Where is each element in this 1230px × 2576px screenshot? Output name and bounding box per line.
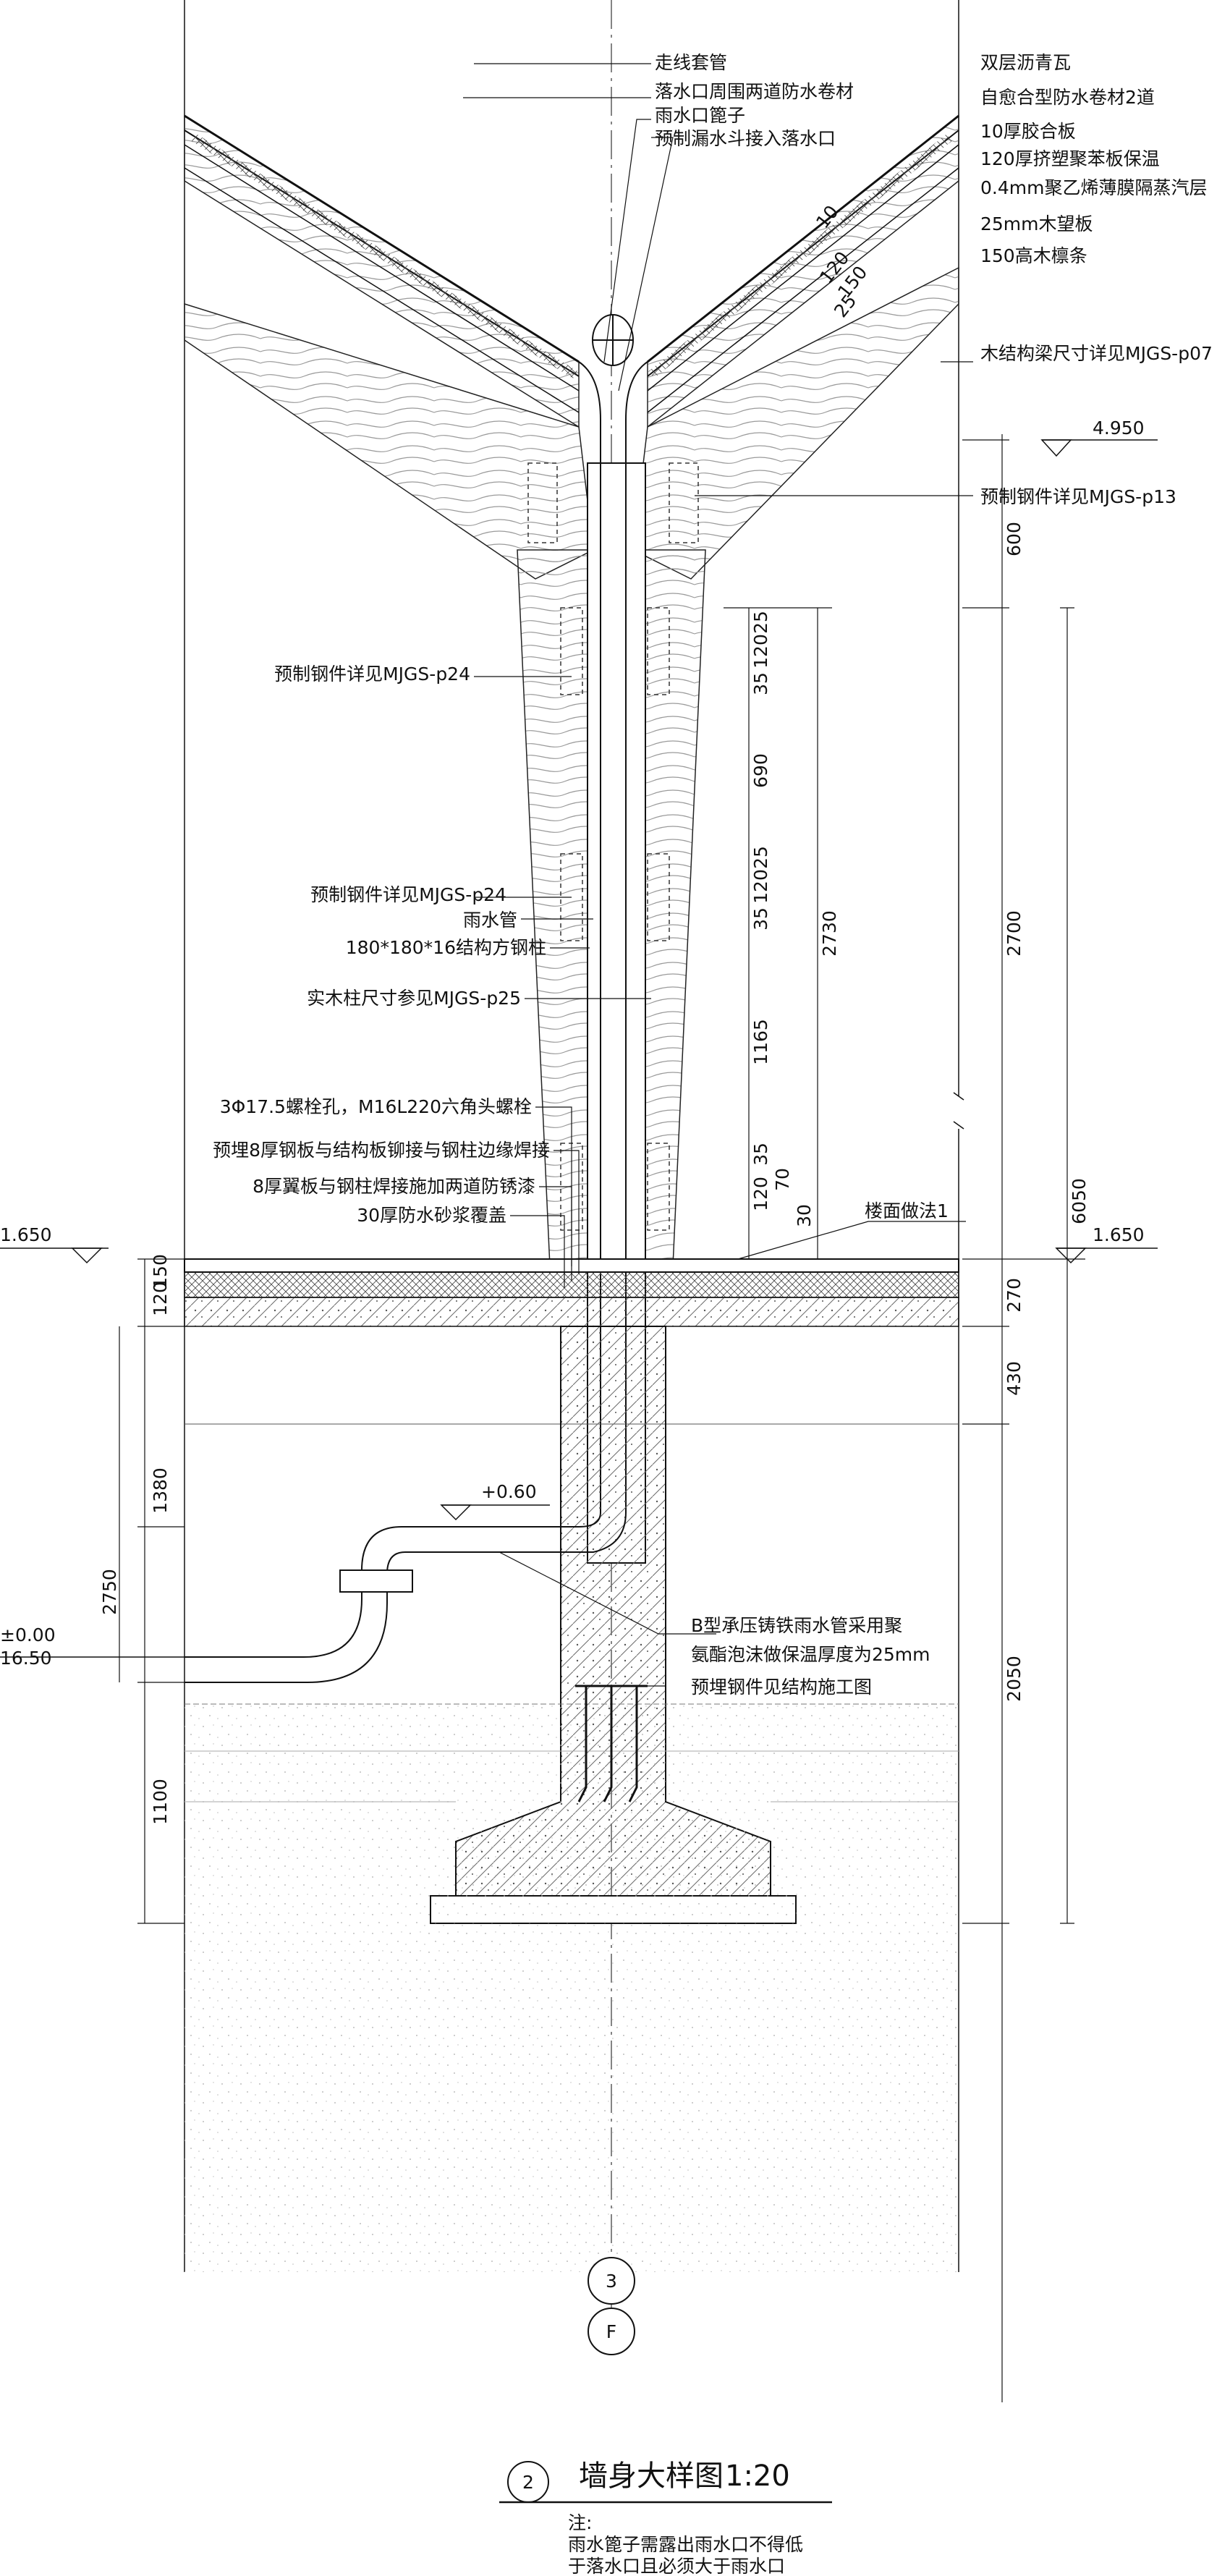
label-steel-detail-1: 预制钢件详见MJGS-p24 [274, 664, 470, 685]
dim-120a: 120 [750, 634, 771, 669]
axis-bubble-number [588, 2257, 635, 2305]
dim-roof-25: 25 [830, 290, 860, 321]
dim-6050: 6050 [1069, 1178, 1090, 1224]
roof-structure [184, 114, 959, 580]
drawing-scale: 1:20 [725, 2460, 790, 2493]
dim-35c: 35 [750, 1143, 771, 1166]
dim-25a: 25 [750, 611, 771, 634]
dim-430: 430 [1004, 1361, 1025, 1396]
label-purlin: 150高木檩条 [980, 245, 1087, 266]
dim-1165: 1165 [750, 1019, 771, 1065]
cast-iron-pipe [184, 1512, 627, 1683]
dim-70: 70 [772, 1168, 793, 1191]
leader-lines [463, 63, 973, 1687]
label-floor-finish: 楼面做法1 [865, 1200, 949, 1221]
axis-letter: F [606, 2321, 616, 2342]
label-cast-iron-1: B型承压铸铁雨水管采用聚 [691, 1615, 902, 1636]
note-line-1: 雨水篦子需露出雨水口不得低 [568, 2534, 803, 2555]
dim-690: 690 [750, 753, 771, 788]
dim-2050: 2050 [1004, 1656, 1025, 1702]
label-mortar-cover: 30厚防水砂浆覆盖 [357, 1205, 506, 1226]
dim-120c: 120 [750, 1177, 771, 1211]
dim-left-120: 120 [150, 1281, 171, 1316]
label-wing-plate: 8厚翼板与钢柱焊接施加两道防锈漆 [253, 1176, 535, 1197]
dim-left-150: 150 [150, 1254, 171, 1289]
dim-270: 270 [1004, 1278, 1025, 1313]
label-rain-pipe: 雨水管 [463, 910, 517, 931]
label-wire-sleeve: 走线套管 [655, 52, 727, 73]
dim-600: 600 [1004, 522, 1025, 556]
label-vapor-barrier: 0.4mm聚乙烯薄膜隔蒸汽层 [980, 177, 1207, 198]
elev-floor-left: 1.650 [0, 1224, 52, 1245]
axis-number: 3 [606, 2271, 617, 2292]
dim-35a: 35 [750, 672, 771, 695]
label-wood-board: 25mm木望板 [980, 213, 1093, 234]
anchor-bolts [575, 1685, 648, 1802]
axis-bubble-letter [588, 2308, 635, 2355]
label-funnel: 预制漏水斗接入落水口 [655, 128, 836, 149]
label-steel-p13: 预制钢件详见MJGS-p13 [980, 486, 1176, 507]
label-wood-column: 实木柱尺寸参见MJGS-p25 [307, 988, 521, 1009]
dim-120b: 120 [750, 869, 771, 904]
elevation-markers [0, 439, 1158, 1658]
dim-25b: 25 [750, 846, 771, 869]
label-embed-plate: 预埋8厚钢板与结构板铆接与钢柱边缘焊接 [213, 1140, 550, 1161]
label-plywood: 10厚胶合板 [980, 121, 1076, 142]
roof-drain [578, 314, 648, 463]
label-bolt-holes: 3Φ17.5螺栓孔，M16L220六角头螺栓 [220, 1096, 532, 1117]
dim-left-1380: 1380 [150, 1467, 171, 1514]
elev-ground: ±0.00 [0, 1624, 56, 1645]
dim-30: 30 [794, 1204, 815, 1227]
elev-roof: 4.950 [1093, 418, 1145, 438]
label-xps: 120厚挤塑聚苯板保温 [980, 148, 1160, 169]
drawing-title: 墙身大样图 [579, 2460, 724, 2493]
label-embedded-steel: 预埋钢件见结构施工图 [691, 1677, 872, 1698]
label-steel-column: 180*180*16结构方钢柱 [346, 937, 546, 958]
label-asphalt-shingle: 双层沥青瓦 [980, 52, 1071, 73]
elev-floor-right: 1.650 [1093, 1224, 1145, 1245]
dim-2700: 2700 [1004, 910, 1025, 957]
title-number: 2 [522, 2472, 534, 2493]
dim-left-2750: 2750 [99, 1569, 120, 1615]
note-line-2: 于落水口且必须大于雨水口 [568, 2556, 785, 2576]
soil-fill [184, 1704, 959, 2272]
dim-left-1100: 1100 [150, 1779, 171, 1825]
dimension-lines [119, 434, 1085, 2402]
note-heading: 注: [568, 2512, 592, 2533]
label-membrane: 自愈合型防水卷材2道 [980, 87, 1155, 108]
label-steel-detail-2: 预制钢件详见MJGS-p24 [310, 884, 506, 905]
dim-35b: 35 [750, 907, 771, 931]
label-cast-iron-2: 氨酯泡沫做保温厚度为25mm [691, 1644, 930, 1665]
elev-pipe: +0.60 [481, 1481, 537, 1502]
label-beam: 木结构梁尺寸详见MJGS-p07 [980, 343, 1213, 364]
label-membrane-drain: 落水口周围两道防水卷材 [655, 81, 854, 102]
label-drain-grate: 雨水口篦子 [655, 105, 745, 126]
dim-2730: 2730 [819, 910, 840, 957]
elev-ground-outer: 16.50 [0, 1648, 52, 1669]
